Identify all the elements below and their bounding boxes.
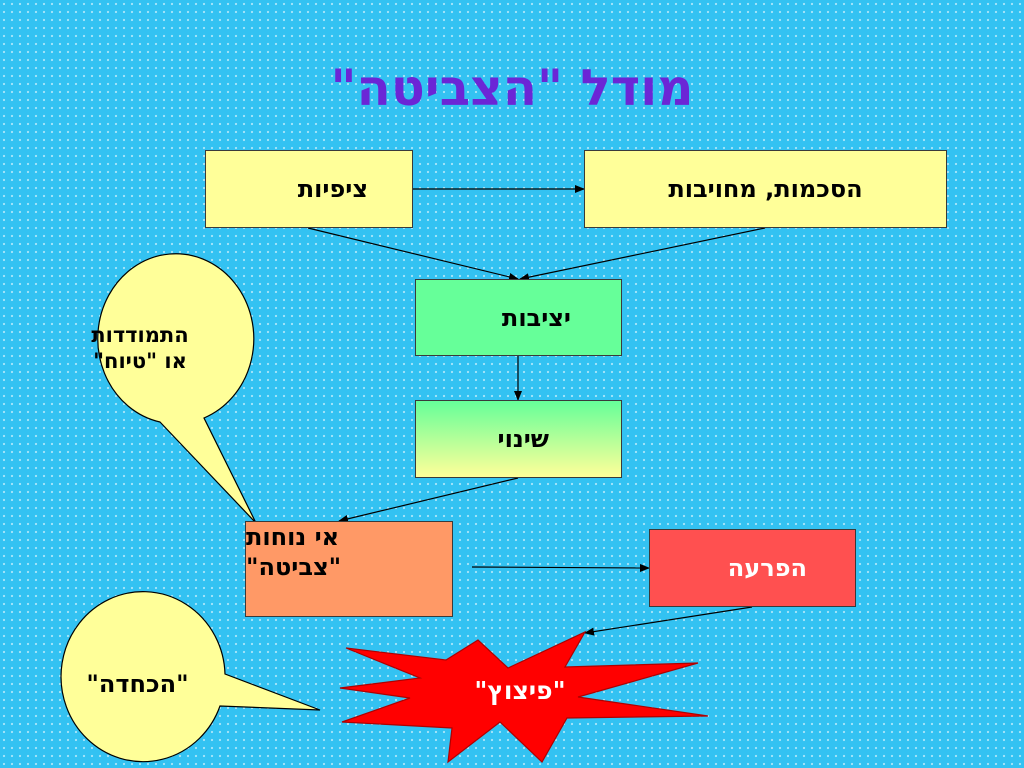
box-expectations: ציפיות xyxy=(205,150,413,228)
box-change-label: שינוי xyxy=(497,425,549,453)
box-stability: יציבות xyxy=(415,279,622,356)
bubble-coping-line1: התמודדות xyxy=(91,323,189,347)
box-disruption: הפרעה xyxy=(649,529,856,607)
box-expectations-label: ציפיות xyxy=(297,175,368,203)
box-stability-label: יציבות xyxy=(501,303,571,332)
arrow-expectations-to-stability xyxy=(307,227,519,281)
speech-bubble-denial xyxy=(60,591,321,763)
box-agreements-label: הסכמות, מחויבות xyxy=(668,175,863,203)
box-agreements: הסכמות, מחויבות xyxy=(584,150,947,228)
arrow-discomfort-to-disruption xyxy=(471,563,650,572)
arrow-agreements-to-stability xyxy=(519,227,766,282)
speech-bubble-coping xyxy=(97,253,257,524)
explosion-shape xyxy=(339,630,709,764)
explosion-label: "פיצוץ" xyxy=(474,676,566,705)
bubble-denial-text: "הכחדה" xyxy=(86,670,189,698)
arrow-change-to-discomfort xyxy=(338,477,519,523)
bubble-coping-line2: או "טיוח" xyxy=(93,349,187,374)
bubble-coping-text: התמודדות או "טיוח" xyxy=(60,322,220,375)
box-change: שינוי xyxy=(415,400,622,478)
page-title: מודל "הצביטה" xyxy=(330,59,694,117)
box-discomfort: אי נוחות "צביטה" xyxy=(245,521,453,617)
box-discomfort-line1: אי נוחות xyxy=(246,523,340,551)
arrow-disruption-to-explosion xyxy=(584,606,753,636)
box-disruption-label: הפרעה xyxy=(727,554,807,582)
box-discomfort-line2: "צביטה" xyxy=(246,553,342,581)
